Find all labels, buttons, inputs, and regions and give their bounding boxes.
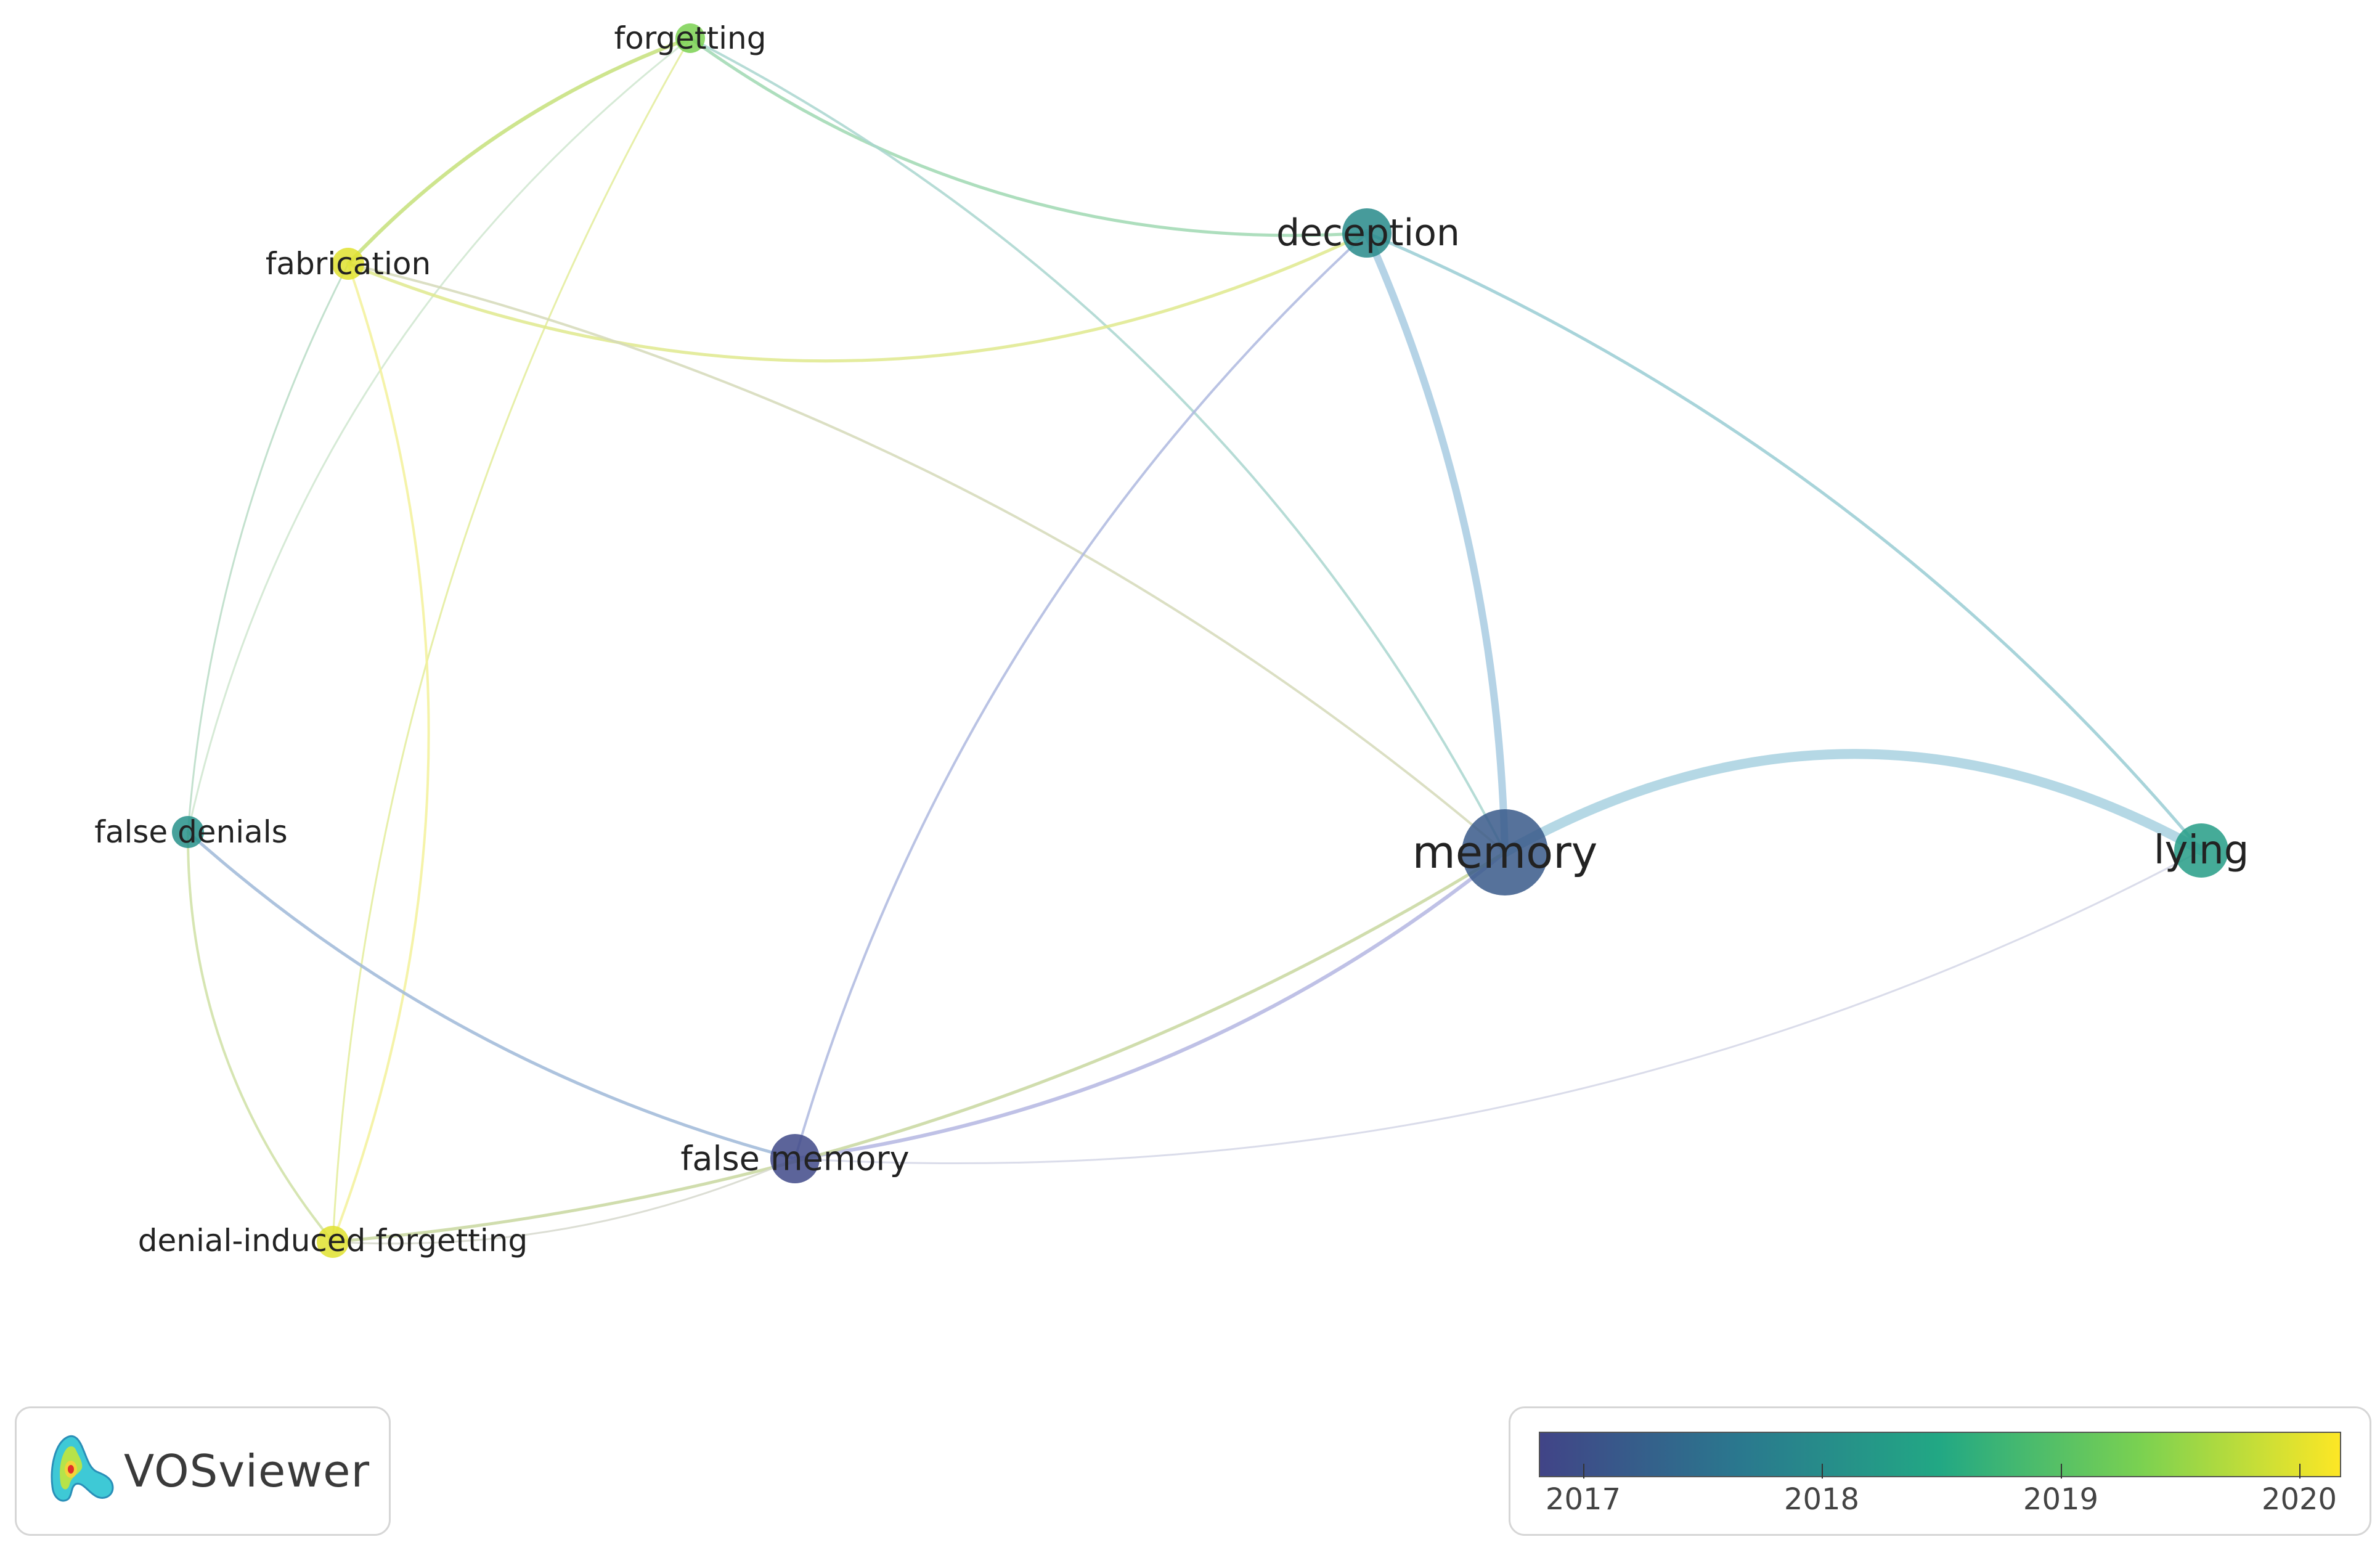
links-layer	[186, 36, 2206, 1245]
legend-tick	[1822, 1464, 1823, 1479]
node-label-false-denials[interactable]: false denials	[94, 814, 288, 850]
legend-label-2019: 2019	[2023, 1482, 2099, 1517]
node-label-forgetting[interactable]: forgetting	[614, 20, 767, 56]
node-label-memory[interactable]: memory	[1412, 826, 1598, 878]
link-deception-memory	[1363, 229, 1509, 856]
node-label-fabrication[interactable]: fabrication	[266, 246, 431, 282]
node-label-denial-induced-forgetting[interactable]: denial-induced forgetting	[138, 1223, 528, 1258]
link-fabrication-memory	[347, 263, 1506, 854]
node-denial-induced-forgetting[interactable]	[317, 1226, 349, 1258]
link-forgetting-fabrication	[346, 36, 692, 266]
link-forgetting-memory	[689, 37, 1506, 854]
link-memory-lying	[1500, 749, 2206, 857]
link-false-denials-false-memory	[186, 830, 797, 1160]
legend-label-2018: 2018	[1783, 1482, 1860, 1517]
node-deception[interactable]	[1342, 208, 1392, 258]
node-false-memory[interactable]	[770, 1134, 820, 1183]
link-false-denials-denial-induced-forgetting	[186, 831, 334, 1243]
link-fabrication-false-denials	[187, 263, 349, 833]
link-forgetting-deception	[688, 36, 1369, 237]
node-forgetting[interactable]	[675, 23, 705, 53]
vosviewer-logo-icon	[51, 1435, 114, 1502]
node-lying[interactable]	[2174, 823, 2228, 878]
vosviewer-logo: VOSviewer	[15, 1406, 391, 1536]
labels-layer: forgetting fabrication deception false deni…	[94, 20, 2249, 1258]
link-false-memory-denial-induced-forgetting	[332, 1157, 796, 1245]
legend-tick	[2299, 1464, 2301, 1479]
legend-label-2020: 2020	[2261, 1482, 2337, 1517]
link-memory-false-memory	[793, 850, 1507, 1160]
node-fabrication[interactable]	[332, 248, 364, 280]
node-label-lying[interactable]: lying	[2154, 828, 2249, 873]
legend-gradient-bar	[1539, 1432, 2341, 1477]
link-fabrication-denial-induced-forgetting	[332, 263, 430, 1243]
link-deception-lying	[1365, 231, 2203, 852]
legend-tick	[1583, 1464, 1584, 1479]
legend-label-2017: 2017	[1545, 1482, 1621, 1517]
color-legend: 2017 2018 2019 2020	[1509, 1406, 2371, 1536]
nodes-layer	[172, 23, 2228, 1258]
node-false-denials[interactable]	[172, 816, 204, 848]
node-label-false-memory[interactable]: false memory	[680, 1140, 909, 1178]
link-fabrication-deception	[346, 231, 1369, 363]
link-memory-denial-induced-forgetting	[331, 850, 1507, 1244]
node-memory[interactable]	[1462, 809, 1548, 895]
legend-tick	[2061, 1464, 2062, 1479]
link-forgetting-false-denials	[187, 37, 691, 833]
node-label-deception[interactable]: deception	[1276, 211, 1460, 255]
link-forgetting-denial-induced-forgetting	[332, 37, 691, 1243]
link-false-memory-lying	[794, 849, 2203, 1165]
logo-text: VOSviewer	[124, 1445, 370, 1497]
link-deception-false-memory	[794, 232, 1368, 1160]
